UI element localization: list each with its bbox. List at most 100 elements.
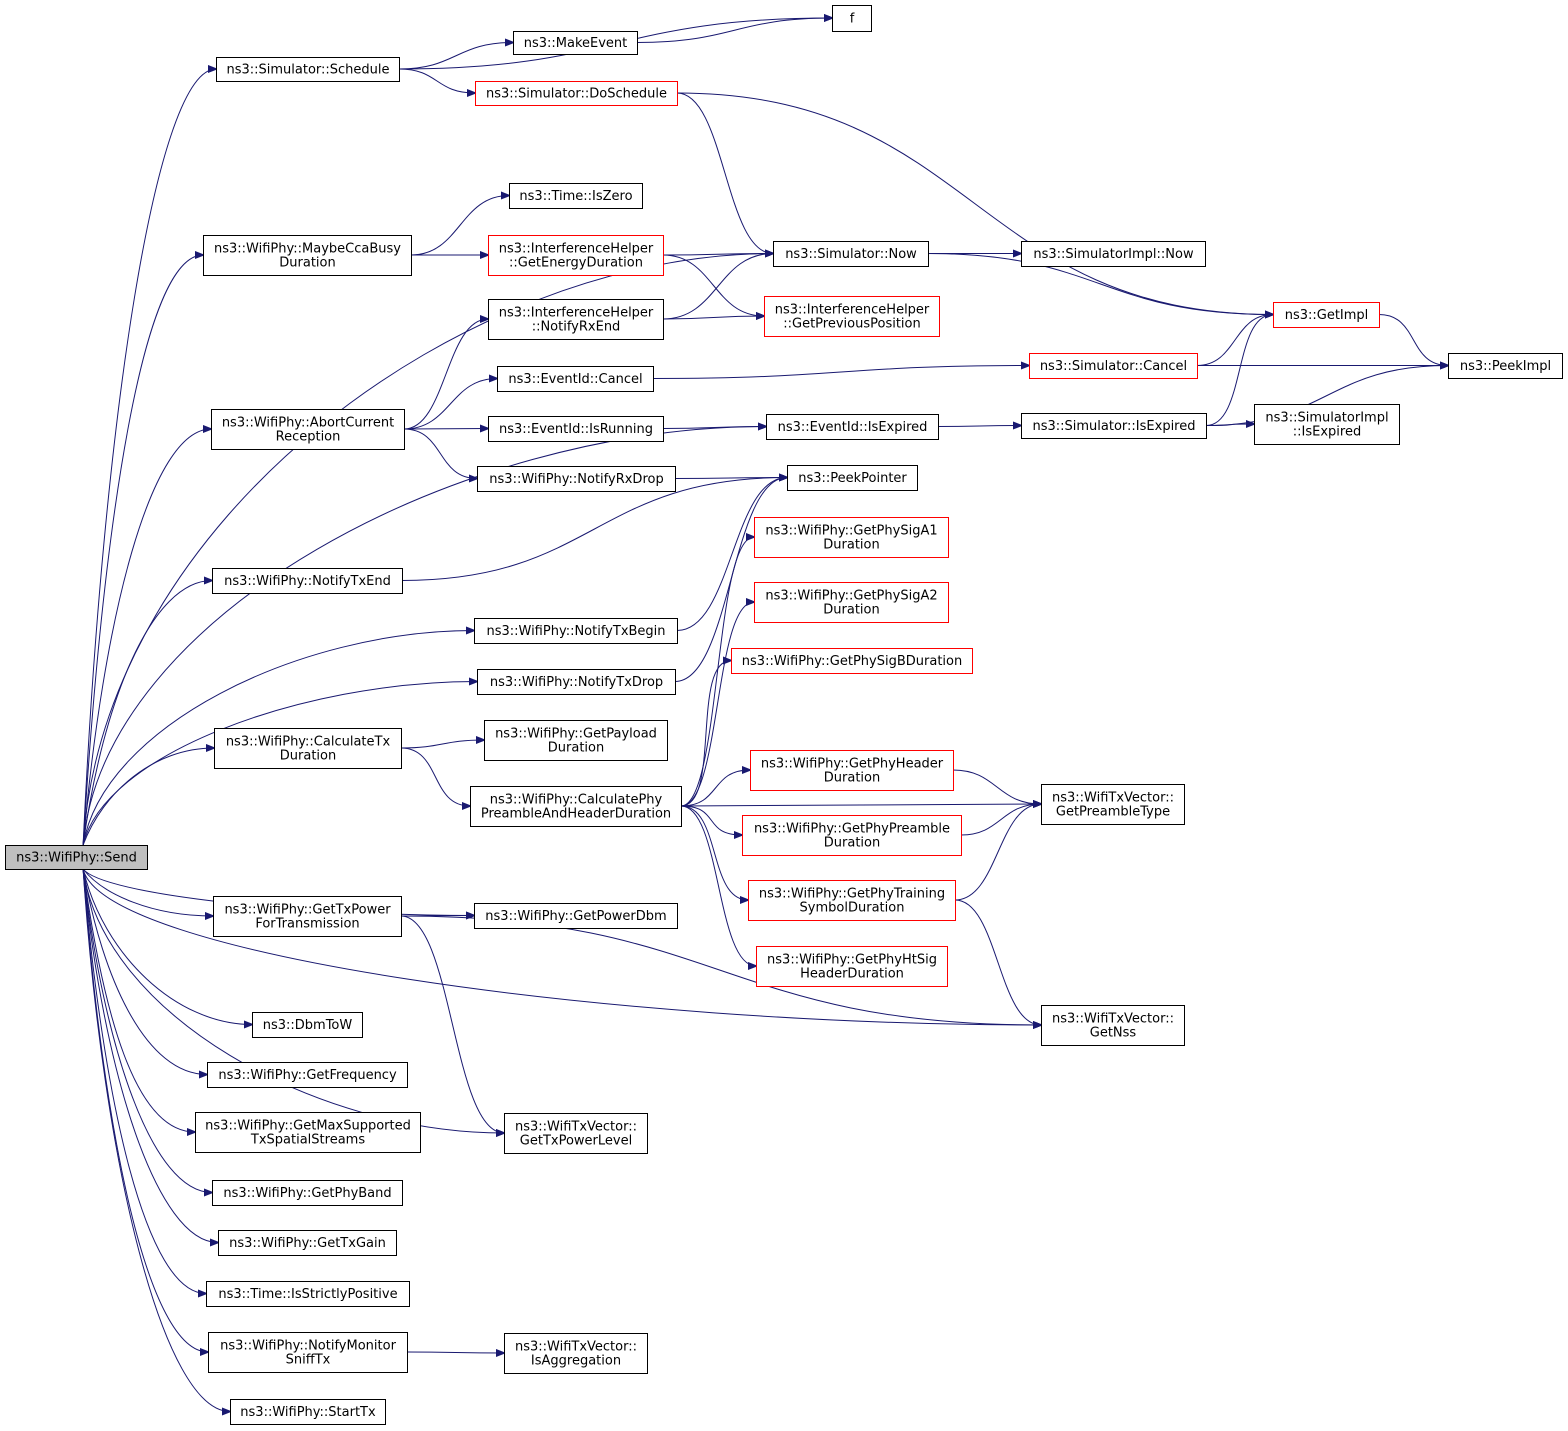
node-label: ns3::MakeEvent bbox=[524, 36, 628, 51]
node-label: ns3::Simulator::Now bbox=[785, 247, 917, 262]
node-label: Duration bbox=[823, 603, 879, 618]
node-box-evexpired bbox=[766, 414, 939, 440]
node-box-strictpos bbox=[206, 1281, 410, 1307]
node-powerdbm[interactable]: ns3::WifiPhy::GetPowerDbm bbox=[474, 903, 678, 929]
node-label: ns3::SimulatorImpl::Now bbox=[1033, 247, 1194, 262]
node-peekpointer[interactable]: ns3::PeekPointer bbox=[787, 465, 918, 491]
node-notifytxend[interactable]: ns3::WifiPhy::NotifyTxEnd bbox=[212, 568, 403, 594]
node-txgain[interactable]: ns3::WifiPhy::GetTxGain bbox=[218, 1230, 397, 1256]
node-label: Duration bbox=[823, 538, 879, 553]
edge-send-to-schedule bbox=[82, 69, 216, 846]
node-getimpl[interactable]: ns3::GetImpl bbox=[1273, 302, 1380, 328]
edge-abort-to-evcancel bbox=[403, 379, 497, 430]
node-prevpos[interactable]: ns3::InterferenceHelper::GetPreviousPosi… bbox=[764, 296, 940, 337]
node-box-notifytxend bbox=[212, 568, 403, 594]
node-label: ns3::WifiPhy::NotifyTxBegin bbox=[486, 624, 665, 639]
edge-notifytxend-to-peekpointer bbox=[401, 478, 787, 581]
edge-send-to-txpower bbox=[82, 868, 213, 916]
edge-send-to-abort bbox=[82, 429, 211, 846]
node-label: ns3::WifiPhy::CalculateTx bbox=[226, 735, 391, 750]
node-label: Duration bbox=[824, 836, 880, 851]
node-schedule[interactable]: ns3::Simulator::Schedule bbox=[216, 57, 400, 82]
node-label: Duration bbox=[279, 256, 335, 271]
node-notifytxbegin[interactable]: ns3::WifiPhy::NotifyTxBegin bbox=[474, 618, 678, 644]
node-label: ns3::WifiPhy::NotifyTxEnd bbox=[224, 574, 391, 589]
node-label: ::GetPreviousPosition bbox=[783, 317, 920, 332]
edge-send-to-calctx bbox=[82, 748, 214, 846]
node-label: ns3::DbmToW bbox=[263, 1018, 353, 1033]
node-dbmtow[interactable]: ns3::DbmToW bbox=[252, 1012, 363, 1038]
node-doschedule[interactable]: ns3::Simulator::DoSchedule bbox=[475, 81, 678, 106]
edge-send-to-starttx bbox=[82, 868, 230, 1412]
node-evcancel[interactable]: ns3::EventId::Cancel bbox=[497, 366, 654, 392]
node-box-notifytxbegin bbox=[474, 618, 678, 644]
edge-energydur-to-prevpos bbox=[662, 254, 764, 316]
node-makeevent[interactable]: ns3::MakeEvent bbox=[513, 31, 638, 55]
node-label: ns3::EventId::IsRunning bbox=[499, 422, 653, 437]
node-label: ns3::WifiPhy::GetPhyHtSig bbox=[767, 953, 937, 968]
node-notifytxdrop[interactable]: ns3::WifiPhy::NotifyTxDrop bbox=[477, 669, 676, 695]
edge-send-to-dbmtow bbox=[82, 868, 252, 1025]
edge-send-to-notifytxbegin bbox=[82, 631, 474, 846]
node-send[interactable]: ns3::WifiPhy::Send bbox=[5, 845, 148, 870]
node-f[interactable]: f bbox=[832, 5, 872, 32]
edge-schedule-to-makeevent bbox=[398, 43, 513, 70]
edge-calcpre-to-siga2 bbox=[680, 602, 754, 807]
node-iszero[interactable]: ns3::Time::IsZero bbox=[509, 183, 643, 209]
node-maxss[interactable]: ns3::WifiPhy::GetMaxSupportedTxSpatialSt… bbox=[195, 1112, 421, 1153]
node-label: IsAggregation bbox=[531, 1354, 621, 1369]
node-calcpre[interactable]: ns3::WifiPhy::CalculatePhyPreambleAndHea… bbox=[470, 786, 682, 827]
node-box-makeevent bbox=[513, 31, 638, 55]
node-getfreq[interactable]: ns3::WifiPhy::GetFrequency bbox=[207, 1062, 408, 1088]
node-simcancel[interactable]: ns3::Simulator::Cancel bbox=[1029, 353, 1198, 379]
node-evexpired[interactable]: ns3::EventId::IsExpired bbox=[766, 414, 939, 440]
edge-calctx-to-payload bbox=[400, 740, 484, 749]
node-strictpos[interactable]: ns3::Time::IsStrictlyPositive bbox=[206, 1281, 410, 1307]
node-simexpired[interactable]: ns3::Simulator::IsExpired bbox=[1021, 413, 1207, 439]
node-starttx[interactable]: ns3::WifiPhy::StartTx bbox=[230, 1399, 386, 1425]
node-box-txpowerlevel bbox=[504, 1113, 648, 1154]
node-label: ns3::Simulator::DoSchedule bbox=[486, 87, 667, 102]
node-label: ns3::WifiPhy::GetPhySigA1 bbox=[765, 524, 937, 539]
node-notifyrxdrop[interactable]: ns3::WifiPhy::NotifyRxDrop bbox=[477, 466, 676, 492]
edge-calcpre-to-htsig bbox=[680, 805, 756, 966]
node-isrunning[interactable]: ns3::EventId::IsRunning bbox=[488, 416, 664, 442]
node-label: ns3::WifiPhy::GetPhyPreamble bbox=[754, 822, 950, 837]
node-getnss[interactable]: ns3::WifiTxVector::GetNss bbox=[1041, 1005, 1185, 1046]
edge-calcpre-to-preambletype bbox=[680, 804, 1041, 806]
edge-calcpre-to-siga1 bbox=[680, 537, 754, 807]
node-preambletype[interactable]: ns3::WifiTxVector::GetPreambleType bbox=[1041, 784, 1185, 825]
node-isagg[interactable]: ns3::WifiTxVector::IsAggregation bbox=[504, 1333, 648, 1374]
node-training[interactable]: ns3::WifiPhy::GetPhyTrainingSymbolDurati… bbox=[748, 880, 956, 921]
node-box-implnow bbox=[1021, 241, 1206, 267]
node-label: ns3::WifiPhy::GetPayload bbox=[495, 727, 657, 742]
node-peekimpl[interactable]: ns3::PeekImpl bbox=[1448, 353, 1563, 379]
edge-monitor-to-isagg bbox=[406, 1352, 504, 1353]
node-implexpired[interactable]: ns3::SimulatorImpl::IsExpired bbox=[1254, 404, 1400, 445]
node-sigb[interactable]: ns3::WifiPhy::GetPhySigBDuration bbox=[731, 648, 973, 674]
node-label: ns3::WifiPhy::GetTxPower bbox=[224, 903, 391, 918]
node-box-simexpired bbox=[1021, 413, 1207, 439]
node-label: SniffTx bbox=[286, 1353, 331, 1368]
edge-calcpre-to-phyheader bbox=[680, 770, 750, 807]
node-energydur[interactable]: ns3::InterferenceHelper::GetEnergyDurati… bbox=[488, 235, 664, 276]
node-label: ns3::WifiPhy::GetFrequency bbox=[218, 1068, 397, 1083]
node-implnow[interactable]: ns3::SimulatorImpl::Now bbox=[1021, 241, 1206, 267]
node-phyband[interactable]: ns3::WifiPhy::GetPhyBand bbox=[212, 1180, 403, 1206]
node-txpowerlevel[interactable]: ns3::WifiTxVector::GetTxPowerLevel bbox=[504, 1113, 648, 1154]
node-label: ns3::WifiTxVector:: bbox=[515, 1340, 637, 1355]
node-simnow[interactable]: ns3::Simulator::Now bbox=[773, 241, 929, 267]
node-label: ns3::Simulator::Schedule bbox=[226, 63, 389, 78]
node-notifyrxend[interactable]: ns3::InterferenceHelper::NotifyRxEnd bbox=[488, 299, 664, 340]
